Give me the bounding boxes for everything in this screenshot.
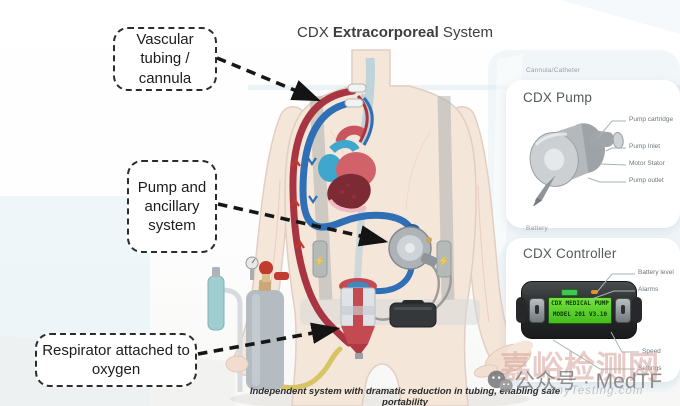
small-oxygen-cylinder [207,275,225,331]
pump-panel-heading: CDX Pump [523,90,593,105]
controller-label-alarms: Alarms [638,286,659,293]
controller-right-button [615,298,631,323]
watermark-site-text: AnyTesting.com [548,385,644,397]
left-hand [225,355,249,373]
callout-vascular-tubing: Vascular tubing / cannula [113,27,217,91]
callout-respirator-label: Respirator attached to oxygen [42,341,190,378]
human-torso [232,49,518,406]
footer-caption: Independent system with dramatic reducti… [249,386,561,406]
callout-respirator: Respirator attached to oxygen [35,333,197,387]
watermark-account-text: 公众号 · MedTF [514,370,663,393]
lightning-icon: ⚡ [438,255,449,267]
lcd-line1: CDX MEDICAL PUMP [551,300,609,307]
controller-label-settings: Settings [638,365,662,372]
pump-label-stator: Motor Stator [629,160,665,167]
callout-vascular-label: Vascular tubing / cannula [136,31,194,87]
tubing-connectors [344,83,367,108]
respirator-device [339,278,377,359]
battery-left: ⚡ [312,240,328,278]
callout-pump-system: Pump and ancillary system [127,160,217,253]
controller-left-button [529,298,545,323]
controller-product-image: CDX MEDICAL PUMP MODEL 201 V3.10 [516,281,642,339]
controller-panel-heading: CDX Controller [523,246,617,261]
wearable-controller-box [389,300,437,328]
controller-label-battery-level: Battery level [638,269,674,276]
lcd-line2: MODEL 201 V3.10 [552,311,608,318]
battery-right: ⚡ [436,240,452,278]
title-prefix: CDX [297,24,333,41]
oxygen-tank [207,256,289,392]
wechat-icon [487,370,513,393]
pump-label-inlet: Pump Inlet [629,143,661,150]
battery-indicator-light [561,289,578,296]
callout-pump-label: Pump and ancillary system [137,178,207,235]
controller-label-speed: Speed [642,348,661,355]
pump-product-image [529,123,624,206]
pump-label-outlet: Pump outlet [629,177,664,184]
pump-label-cartridge: Pump cartridge [629,116,674,123]
section-tag-battery: Battery [526,225,548,232]
lightning-icon: ⚡ [314,255,325,267]
controller-lcd-display: CDX MEDICAL PUMP MODEL 201 V3.10 [548,297,612,324]
title-suffix: System [438,24,493,41]
section-tag-cannula: Cannula/Catheter [526,67,581,74]
page-title: CDX Extracorporeal System [250,24,540,41]
alarm-indicator-light [591,290,598,294]
title-emphasis: Extracorporeal [332,24,439,41]
wearable-pump-device [388,224,438,270]
